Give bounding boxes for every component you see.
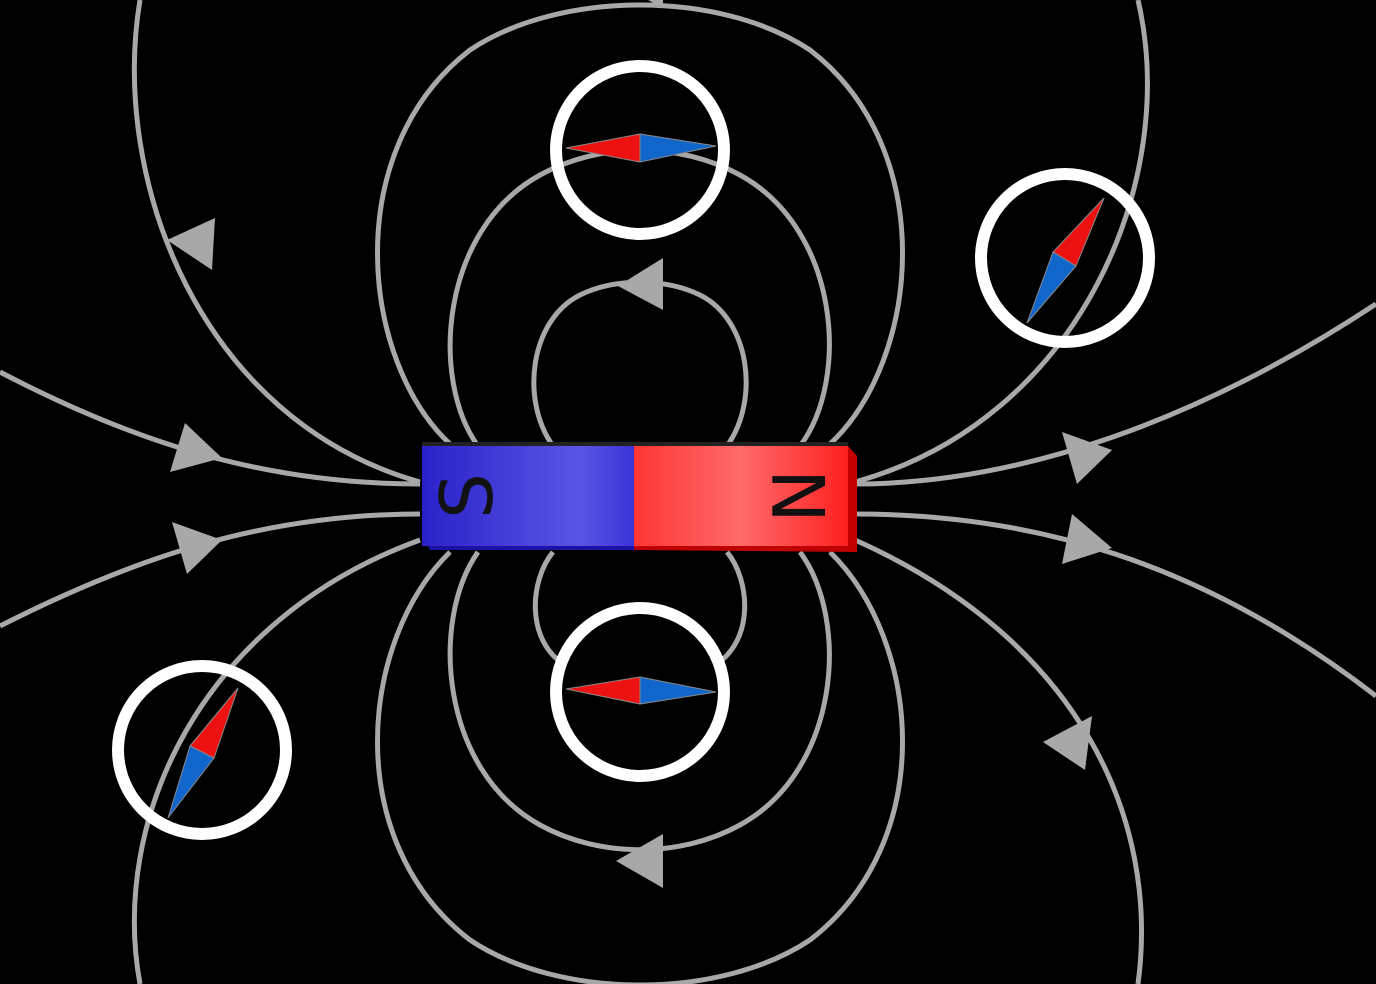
field-line-right-lower	[854, 511, 1376, 698]
field-line-small-top	[531, 279, 749, 448]
compass-ring	[975, 168, 1155, 348]
arrow-icon-left-lower	[172, 522, 222, 574]
arrow-icon-mid-bottom	[616, 834, 663, 888]
field-line-outer-top-left	[131, 0, 421, 485]
field-arrows	[167, 0, 1112, 888]
field-line-small-bottom	[532, 550, 567, 668]
arrow-icon-right-upper	[1062, 432, 1112, 484]
magnet-side-face	[848, 446, 857, 552]
field-line-mid-top	[447, 147, 832, 448]
compass-needle-south-icon	[1026, 251, 1077, 324]
magnet-south-pole	[422, 446, 634, 546]
compass-upper-right	[975, 168, 1155, 348]
compass-needle-south-icon	[167, 745, 215, 819]
compass-needle-south-icon	[639, 676, 717, 705]
field-line-small-bottom-right	[713, 550, 748, 668]
field-line-big-top	[375, 2, 905, 446]
compass-needle-north-icon	[1052, 197, 1105, 267]
compass-bottom	[550, 602, 730, 782]
field-line-left-upper	[0, 369, 421, 487]
compass-lower-left	[112, 660, 292, 840]
field-line-outer-bottom-left	[131, 537, 421, 984]
compass-needle-south-icon	[639, 133, 717, 163]
arrow-icon-right-lower	[1062, 514, 1112, 564]
field-line-right-upper	[854, 301, 1376, 487]
compass-needle-north-icon	[565, 676, 641, 705]
arrow-icon-top-edge	[648, 0, 663, 8]
compass-top	[550, 60, 730, 240]
field-line-outer-bottom-right	[853, 537, 1144, 984]
south-pole-label: S	[425, 473, 509, 519]
magnet-north-pole	[634, 446, 848, 546]
arrow-icon-top-left	[167, 218, 215, 270]
compass-ring	[112, 660, 292, 840]
field-line-big-bottom	[375, 550, 905, 984]
bar-magnet: S N	[422, 442, 857, 552]
north-pole-label: N	[758, 469, 842, 523]
arrow-icon-inner-top	[618, 258, 663, 310]
magnet-top-face	[422, 442, 848, 446]
field-line-outer-top-right	[854, 0, 1150, 485]
arrow-icon-left-upper	[170, 423, 222, 472]
compass-ring	[550, 602, 730, 782]
compass-ring	[550, 60, 730, 240]
arrow-icon-bottom-right	[1043, 716, 1092, 770]
compass-needle-north-icon	[189, 687, 239, 759]
